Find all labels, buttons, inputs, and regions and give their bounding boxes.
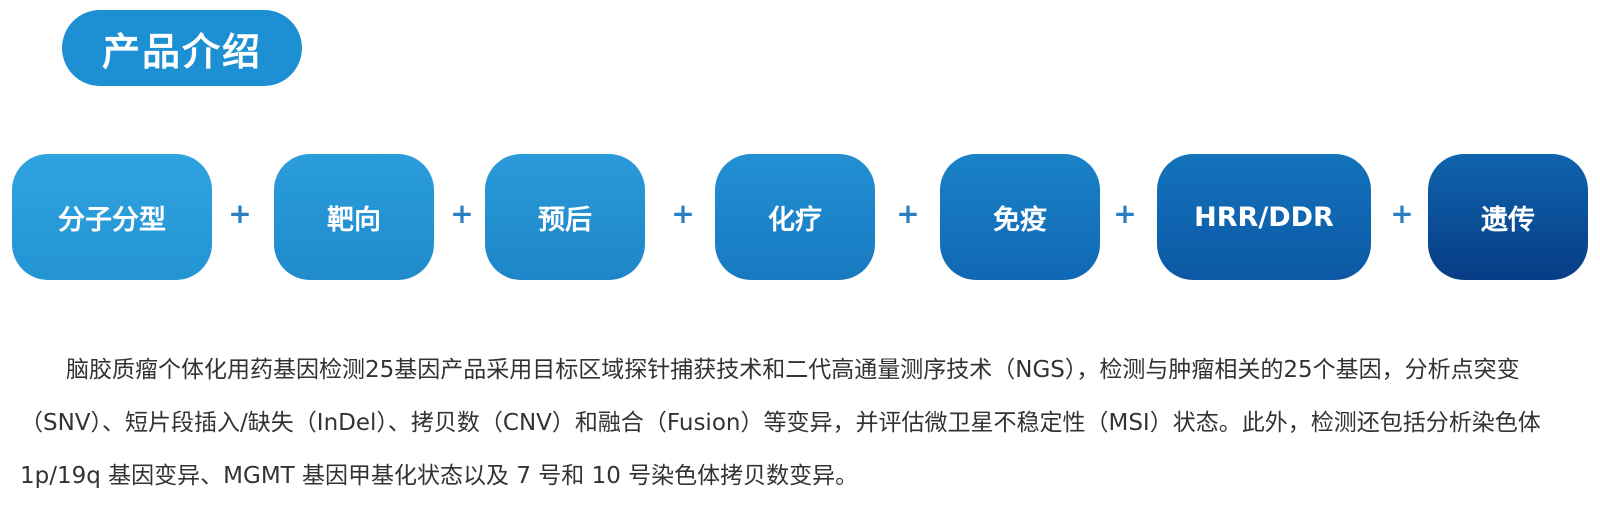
- section-header-pill: 产品介绍: [62, 10, 302, 86]
- tag-molecular-typing: 分子分型: [12, 154, 212, 280]
- plus-icon: +: [1113, 197, 1137, 230]
- tag-immunotherapy: 免疫: [940, 154, 1100, 280]
- tag-hrr-ddr: HRR/DDR: [1157, 154, 1371, 280]
- plus-icon: +: [1390, 197, 1414, 230]
- plus-icon: +: [671, 197, 695, 230]
- plus-icon: +: [896, 197, 920, 230]
- section-title: 产品介绍: [101, 29, 262, 74]
- tag-hereditary: 遗传: [1428, 154, 1588, 280]
- product-description: 脑胶质瘤个体化用药基因检测25基因产品采用目标区域探针捕获技术和二代高通量测序技…: [20, 357, 1541, 489]
- plus-icon: +: [450, 197, 474, 230]
- tag-chemotherapy: 化疗: [715, 154, 875, 280]
- tag-targeted: 靶向: [274, 154, 434, 280]
- plus-icon: +: [228, 197, 252, 230]
- tag-prognosis: 预后: [485, 154, 645, 280]
